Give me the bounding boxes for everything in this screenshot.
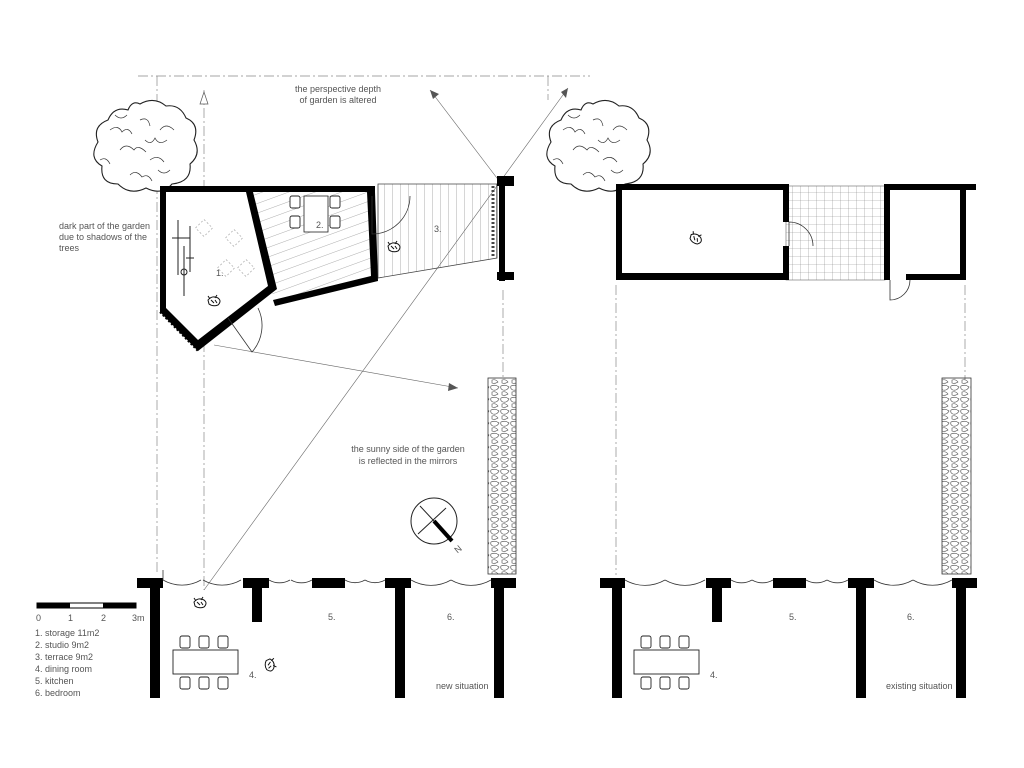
legend-item: 5. kitchen xyxy=(35,676,74,686)
room-label-studio: 2. xyxy=(316,220,324,230)
room-label-dining-existing: 4. xyxy=(710,670,718,680)
room-label-storage: 1. xyxy=(216,268,224,278)
sight-lines xyxy=(199,87,569,591)
sunny-note-line2: is reflected in the mirrors xyxy=(359,456,458,466)
new-house-plan xyxy=(137,570,516,698)
scale-tick: 1 xyxy=(68,613,73,623)
new-garden-building xyxy=(159,176,514,353)
legend-item: 6. bedroom xyxy=(35,688,81,698)
hedge-wall xyxy=(487,377,517,575)
existing-garden-buildings xyxy=(616,184,976,301)
scale-tick: 2 xyxy=(101,613,106,623)
legend-item: 2. studio 9m2 xyxy=(35,640,89,650)
existing-house-plan xyxy=(600,578,977,698)
legend-item: 4. dining room xyxy=(35,664,92,674)
legend-item: 3. terrace 9m2 xyxy=(35,652,93,662)
north-arrow-icon xyxy=(410,497,458,545)
dark-note-line2: due to shadows of the xyxy=(59,232,147,242)
north-label: N xyxy=(452,543,463,555)
room-label-bedroom: 6. xyxy=(447,612,455,622)
new-situation-caption: new situation xyxy=(436,681,489,691)
scale-tick: 0 xyxy=(36,613,41,623)
room-label-terrace: 3. xyxy=(434,224,442,234)
perspective-note-line1: the perspective depth xyxy=(295,84,381,94)
perspective-note-line2: of garden is altered xyxy=(299,95,376,105)
legend-item: 1. storage 11m2 xyxy=(35,628,99,638)
tree-icon xyxy=(546,99,651,192)
legend: 1. storage 11m2 2. studio 9m2 3. terrace… xyxy=(35,628,99,698)
guide-lines xyxy=(138,75,966,590)
scale-bar xyxy=(36,602,137,609)
room-label-kitchen: 5. xyxy=(328,612,336,622)
tree-icon xyxy=(93,99,198,192)
dark-note-line3: trees xyxy=(59,243,80,253)
sunny-note-line1: the sunny side of the garden xyxy=(351,444,465,454)
room-label-kitchen-existing: 5. xyxy=(789,612,797,622)
scale-tick: 3m xyxy=(132,613,145,623)
existing-situation-caption: existing situation xyxy=(886,681,953,691)
hedge-wall xyxy=(941,377,972,575)
room-label-bedroom-existing: 6. xyxy=(907,612,915,622)
dark-note-line1: dark part of the garden xyxy=(59,221,150,231)
room-label-dining: 4. xyxy=(249,670,257,680)
